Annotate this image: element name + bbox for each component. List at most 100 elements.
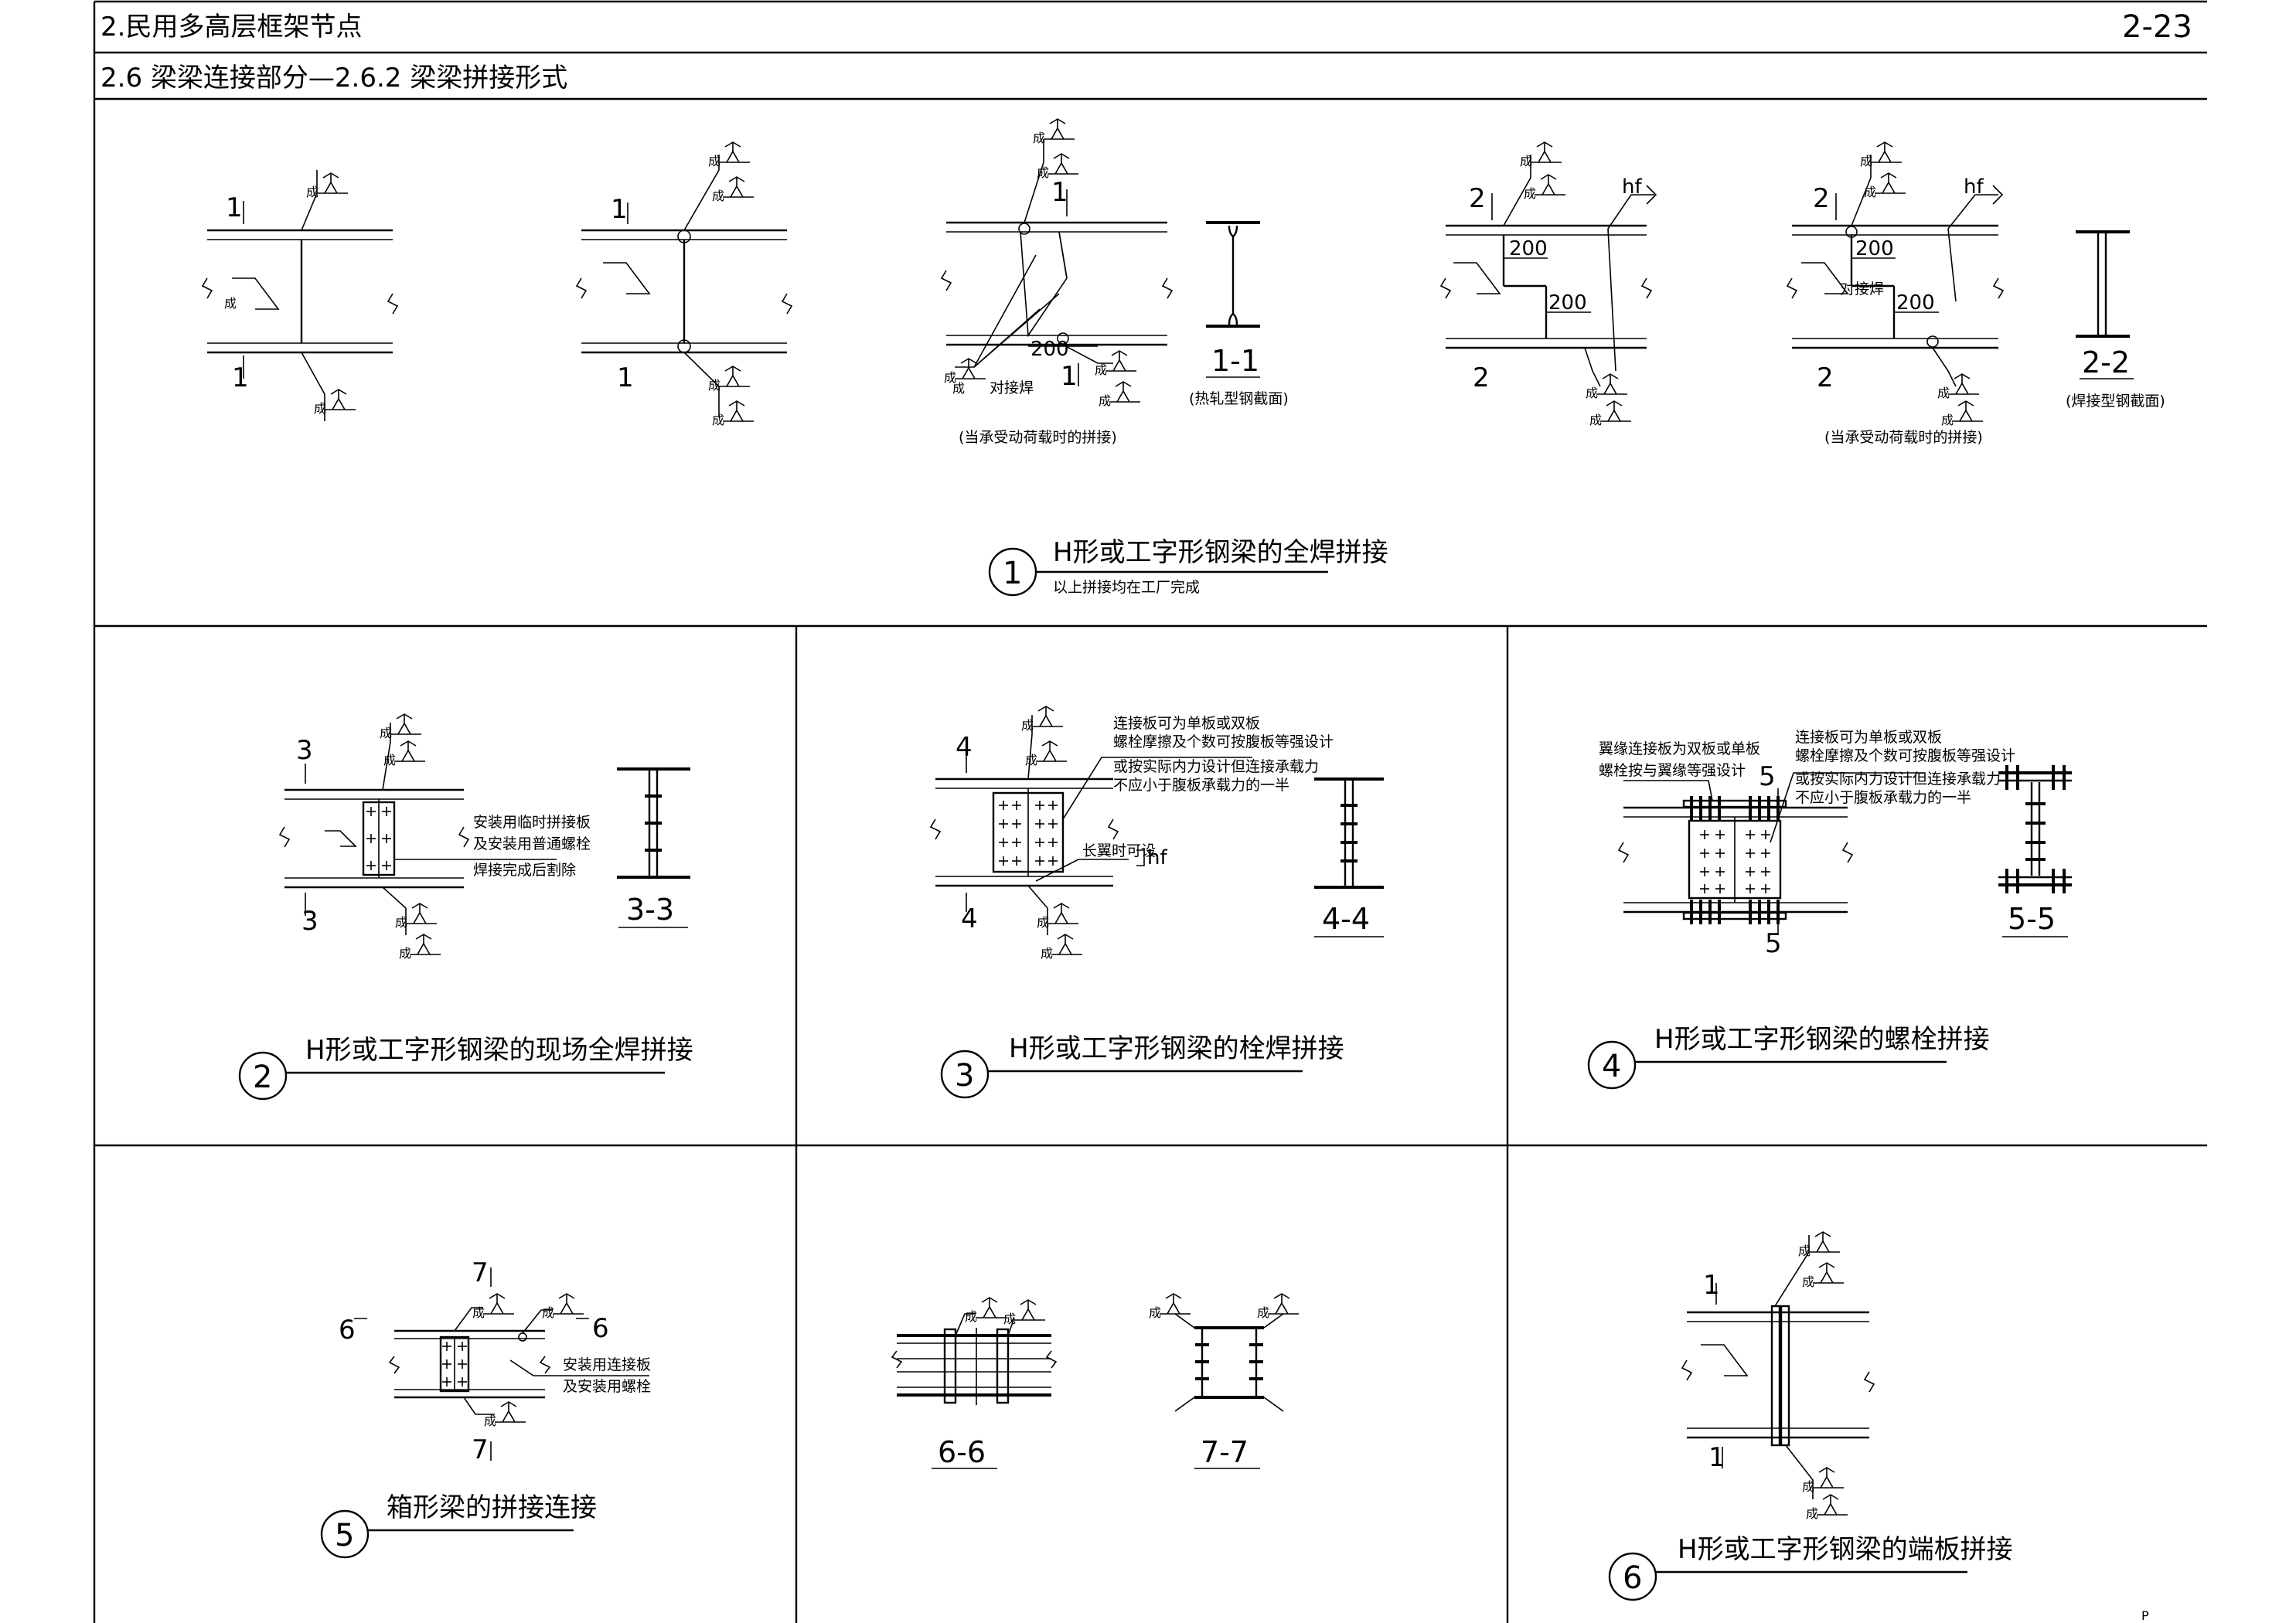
weld-mark: 成: [1003, 1312, 1016, 1326]
weld-mark: 成: [1033, 131, 1045, 145]
detail-title: H形或工字形钢梁的全焊拼接: [1053, 537, 1388, 568]
weld-mark: 成: [708, 378, 720, 393]
section-mark: 1: [611, 194, 628, 225]
weld-mark: 成: [1041, 946, 1053, 961]
section-mark: 5: [1765, 928, 1782, 959]
splice-note-line-3: 焊接完成后割除: [473, 862, 576, 879]
section-mark: 6: [339, 1315, 356, 1346]
panel-7: 1 1 6 H形或工字形钢梁的端板拼接: [1608, 1231, 2013, 1601]
detail-number: 1: [1003, 556, 1022, 591]
weld-mark: 成: [1798, 1244, 1811, 1258]
splice-note-line-1: 连接板可为单板或双板: [1113, 715, 1260, 732]
splice-note-line-1: 安装用连接板: [563, 1356, 651, 1373]
splice-drawing-1b: [575, 141, 793, 422]
weld-mark: 成: [484, 1414, 496, 1428]
butt-weld-label: 对接焊: [990, 379, 1034, 396]
detail-number-circle: [940, 1050, 990, 1099]
web-note-line-2: 螺栓摩擦及个数可按腹板等强设计: [1795, 747, 2015, 764]
section-label-4-4: 4-4: [1322, 902, 1370, 936]
dimension-200: 200: [1896, 291, 1935, 315]
flange-note-line-1: 翼缘连接板为双板或单板: [1599, 740, 1760, 757]
section-3-3: [617, 767, 690, 928]
section-1-1: [1206, 221, 1260, 378]
detail-title: H形或工字形钢梁的栓焊拼接: [1009, 1033, 1344, 1064]
section-label-6-6: 6-6: [938, 1435, 986, 1469]
splice-note-line-4: 不应小于腹板承载力的一半: [1113, 777, 1289, 794]
dimension-200: 200: [1855, 237, 1894, 260]
weld-label: 对接焊: [1840, 281, 1884, 298]
section-6-6-drawing: [891, 1297, 1058, 1469]
section-mark: 1: [1061, 361, 1078, 392]
detail-title: H形或工字形钢梁的现场全焊拼接: [305, 1035, 693, 1066]
weld-mark: 成: [542, 1305, 554, 1320]
detail-number: 5: [335, 1518, 354, 1553]
weld-mark: 成: [1520, 154, 1532, 168]
section-mark: 1: [617, 362, 634, 393]
page-number: 2-23: [2122, 9, 2192, 45]
weld-mark: 成: [1257, 1305, 1269, 1320]
section-title: 2.6 梁梁连接部分—2.6.2 梁梁拼接形式: [100, 63, 567, 94]
section-mark: 7: [472, 1257, 489, 1288]
panel-2: 3 3 安装用临时拼接板 及安装用普通螺栓 焊接完成后割除 3-3 2 H形或工…: [238, 713, 693, 1101]
section-5-5: [1998, 765, 2072, 937]
dimension-200: 200: [1509, 237, 1548, 260]
web-note-line-1: 连接板可为单板或双板: [1795, 729, 1942, 746]
weld-mark: 成: [1864, 185, 1876, 199]
section-mark: 4: [961, 903, 978, 934]
section-4-4: [1314, 777, 1384, 937]
weld-mark: 成: [472, 1305, 485, 1320]
section-label-2-2: 2-2: [2082, 345, 2130, 379]
section-note-welded: (焊接型钢截面): [2066, 393, 2165, 410]
chapter-title: 2.民用多高层框架节点: [100, 12, 362, 43]
splice-note-line-2: 及安装用螺栓: [563, 1378, 651, 1395]
section-mark: 1: [1708, 1442, 1725, 1473]
section-label-5-5: 5-5: [2008, 902, 2056, 936]
splice-drawing-4: [1617, 772, 1925, 935]
section-mark: 6: [592, 1313, 609, 1344]
section-mark: 2: [1817, 362, 1834, 393]
section-mark: 1: [232, 362, 249, 393]
splice-drawing-6: [1681, 1231, 1875, 1516]
section-mark: 2: [1813, 183, 1830, 214]
section-mark: 2: [1469, 183, 1486, 214]
splice-drawing-1e: [1786, 141, 2005, 422]
section-mark: 3: [301, 906, 319, 937]
weld-mark: 成: [708, 154, 720, 168]
weld-mark: 成: [1586, 386, 1598, 400]
section-label-1-1: 1-1: [1211, 344, 1259, 378]
section-7-7-drawing: [1159, 1293, 1300, 1469]
detail-number: 4: [1602, 1049, 1621, 1084]
section-mark: 3: [296, 735, 313, 766]
weld-mark: 成: [965, 1309, 977, 1324]
panel-4: 5 5 翼缘连接板为双板或单板 螺栓按与翼缘等强设计 连接板可为单板或双板 螺栓…: [1587, 729, 2072, 1090]
section-mark: 4: [956, 732, 973, 763]
weld-mark: 成: [1037, 165, 1049, 180]
weld-mark: 成: [1025, 753, 1037, 767]
section-mark: 1: [1051, 177, 1068, 208]
flange-bolts: [1690, 796, 1780, 924]
hf-label: hf: [1964, 175, 1984, 199]
section-label-7-7: 7-7: [1201, 1435, 1248, 1469]
section-mark: 7: [472, 1434, 489, 1465]
sheet-frame: [93, 0, 2207, 1623]
dimension-200: 200: [1548, 291, 1587, 315]
weld-mark: 成: [1524, 186, 1536, 201]
weld-mark: 成: [712, 413, 724, 427]
weld-mark: 成: [395, 915, 407, 930]
weld-mark: 成: [314, 401, 326, 416]
panel-3: 4 4 连接板可为单板或双板 螺栓摩擦及个数可按腹板等强设计 或按实际内力设计但…: [929, 706, 1384, 1099]
corner-mark: P: [2141, 1608, 2149, 1623]
splice-drawing-1d: [1439, 141, 1657, 422]
splice-drawing-3: [929, 706, 1252, 955]
section-mark: 2: [1473, 362, 1490, 393]
splice-drawing-1c: [940, 118, 1174, 403]
detail-number-circle: [238, 1051, 288, 1101]
weld-mark: 成: [1095, 362, 1107, 377]
weld-mark: 成: [1860, 154, 1872, 168]
weld-mark: 成: [1806, 1506, 1818, 1521]
section-mark: 1: [226, 192, 243, 223]
detail-number: 2: [253, 1060, 272, 1095]
weld-mark: 成: [1037, 915, 1049, 930]
detail-title: 箱形梁的拼接连接: [387, 1492, 597, 1523]
